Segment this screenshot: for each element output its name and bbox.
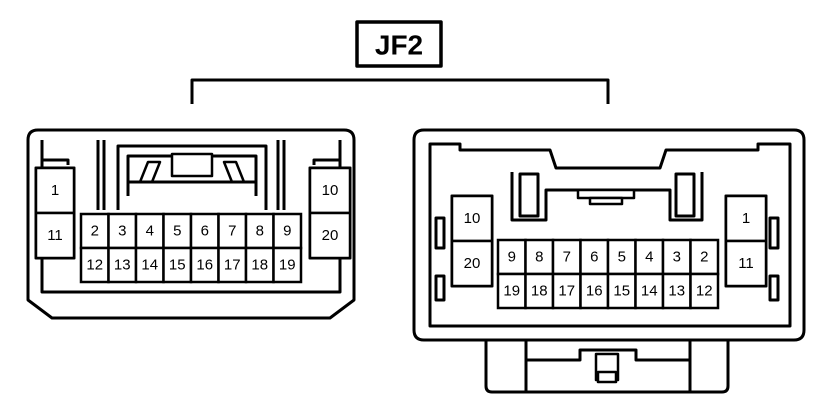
pin-cavity [272,246,303,284]
pin-number: 3 [118,223,126,240]
view-bracket [190,78,610,104]
pin-cavity [272,212,303,250]
pin-number: 18 [251,257,268,274]
pin-number: 5 [173,223,181,240]
pin-number: 1 [742,210,750,227]
pin-number: 4 [645,249,653,266]
pin-cavity [450,239,494,288]
pin-cavity [34,166,76,215]
pin-number: 3 [673,249,681,266]
pin-number: 19 [279,257,296,274]
pin-cavity [689,238,720,276]
pin-number: 15 [613,283,630,300]
pin-number: 12 [696,283,713,300]
pin-number: 19 [503,283,520,300]
pin-number: 13 [114,257,131,274]
pin-number: 9 [283,223,291,240]
pin-number: 7 [228,223,236,240]
pin-cavity [308,211,352,260]
pin-number: 17 [224,257,241,274]
pin-cavity [661,272,692,310]
pin-number: 14 [141,257,158,274]
pin-cavity [689,272,720,310]
pin-cavity [244,212,275,250]
pin-cavity [34,211,76,260]
pin-number: 13 [668,283,685,300]
pin-number: 20 [464,255,481,272]
pin-number: 11 [738,255,754,272]
pin-number: 6 [201,223,209,240]
pin-number: 11 [47,227,63,244]
pin-number: 1 [51,182,59,199]
pin-cavity [107,212,138,250]
pin-cavity [308,166,352,215]
pin-number: 15 [169,257,186,274]
pin-cavity [496,272,527,310]
pin-number: 16 [196,257,213,274]
pin-cavity [579,272,610,310]
pin-number: 5 [618,249,626,266]
pin-number: 2 [700,249,708,266]
pin-cavity [244,246,275,284]
pin-number: 12 [86,257,103,274]
pin-number: 10 [322,182,339,199]
pin-cavity [217,212,248,250]
connector-label: JF2 [355,20,443,68]
pin-cavity [524,272,555,310]
pin-number: 14 [641,283,658,300]
pin-number: 17 [558,283,575,300]
pin-number: 6 [590,249,598,266]
pin-number: 8 [256,223,264,240]
pin-number: 18 [531,283,548,300]
pin-number: 16 [586,283,603,300]
pin-number: 4 [146,223,154,240]
pin-number: 7 [563,249,571,266]
pin-number: 9 [508,249,516,266]
pin-number: 10 [464,210,481,227]
pin-cavity [724,239,768,288]
pin-number: 8 [535,249,543,266]
pin-number: 2 [91,223,99,240]
connector-id-text: JF2 [375,30,423,61]
pin-number: 20 [322,227,339,244]
